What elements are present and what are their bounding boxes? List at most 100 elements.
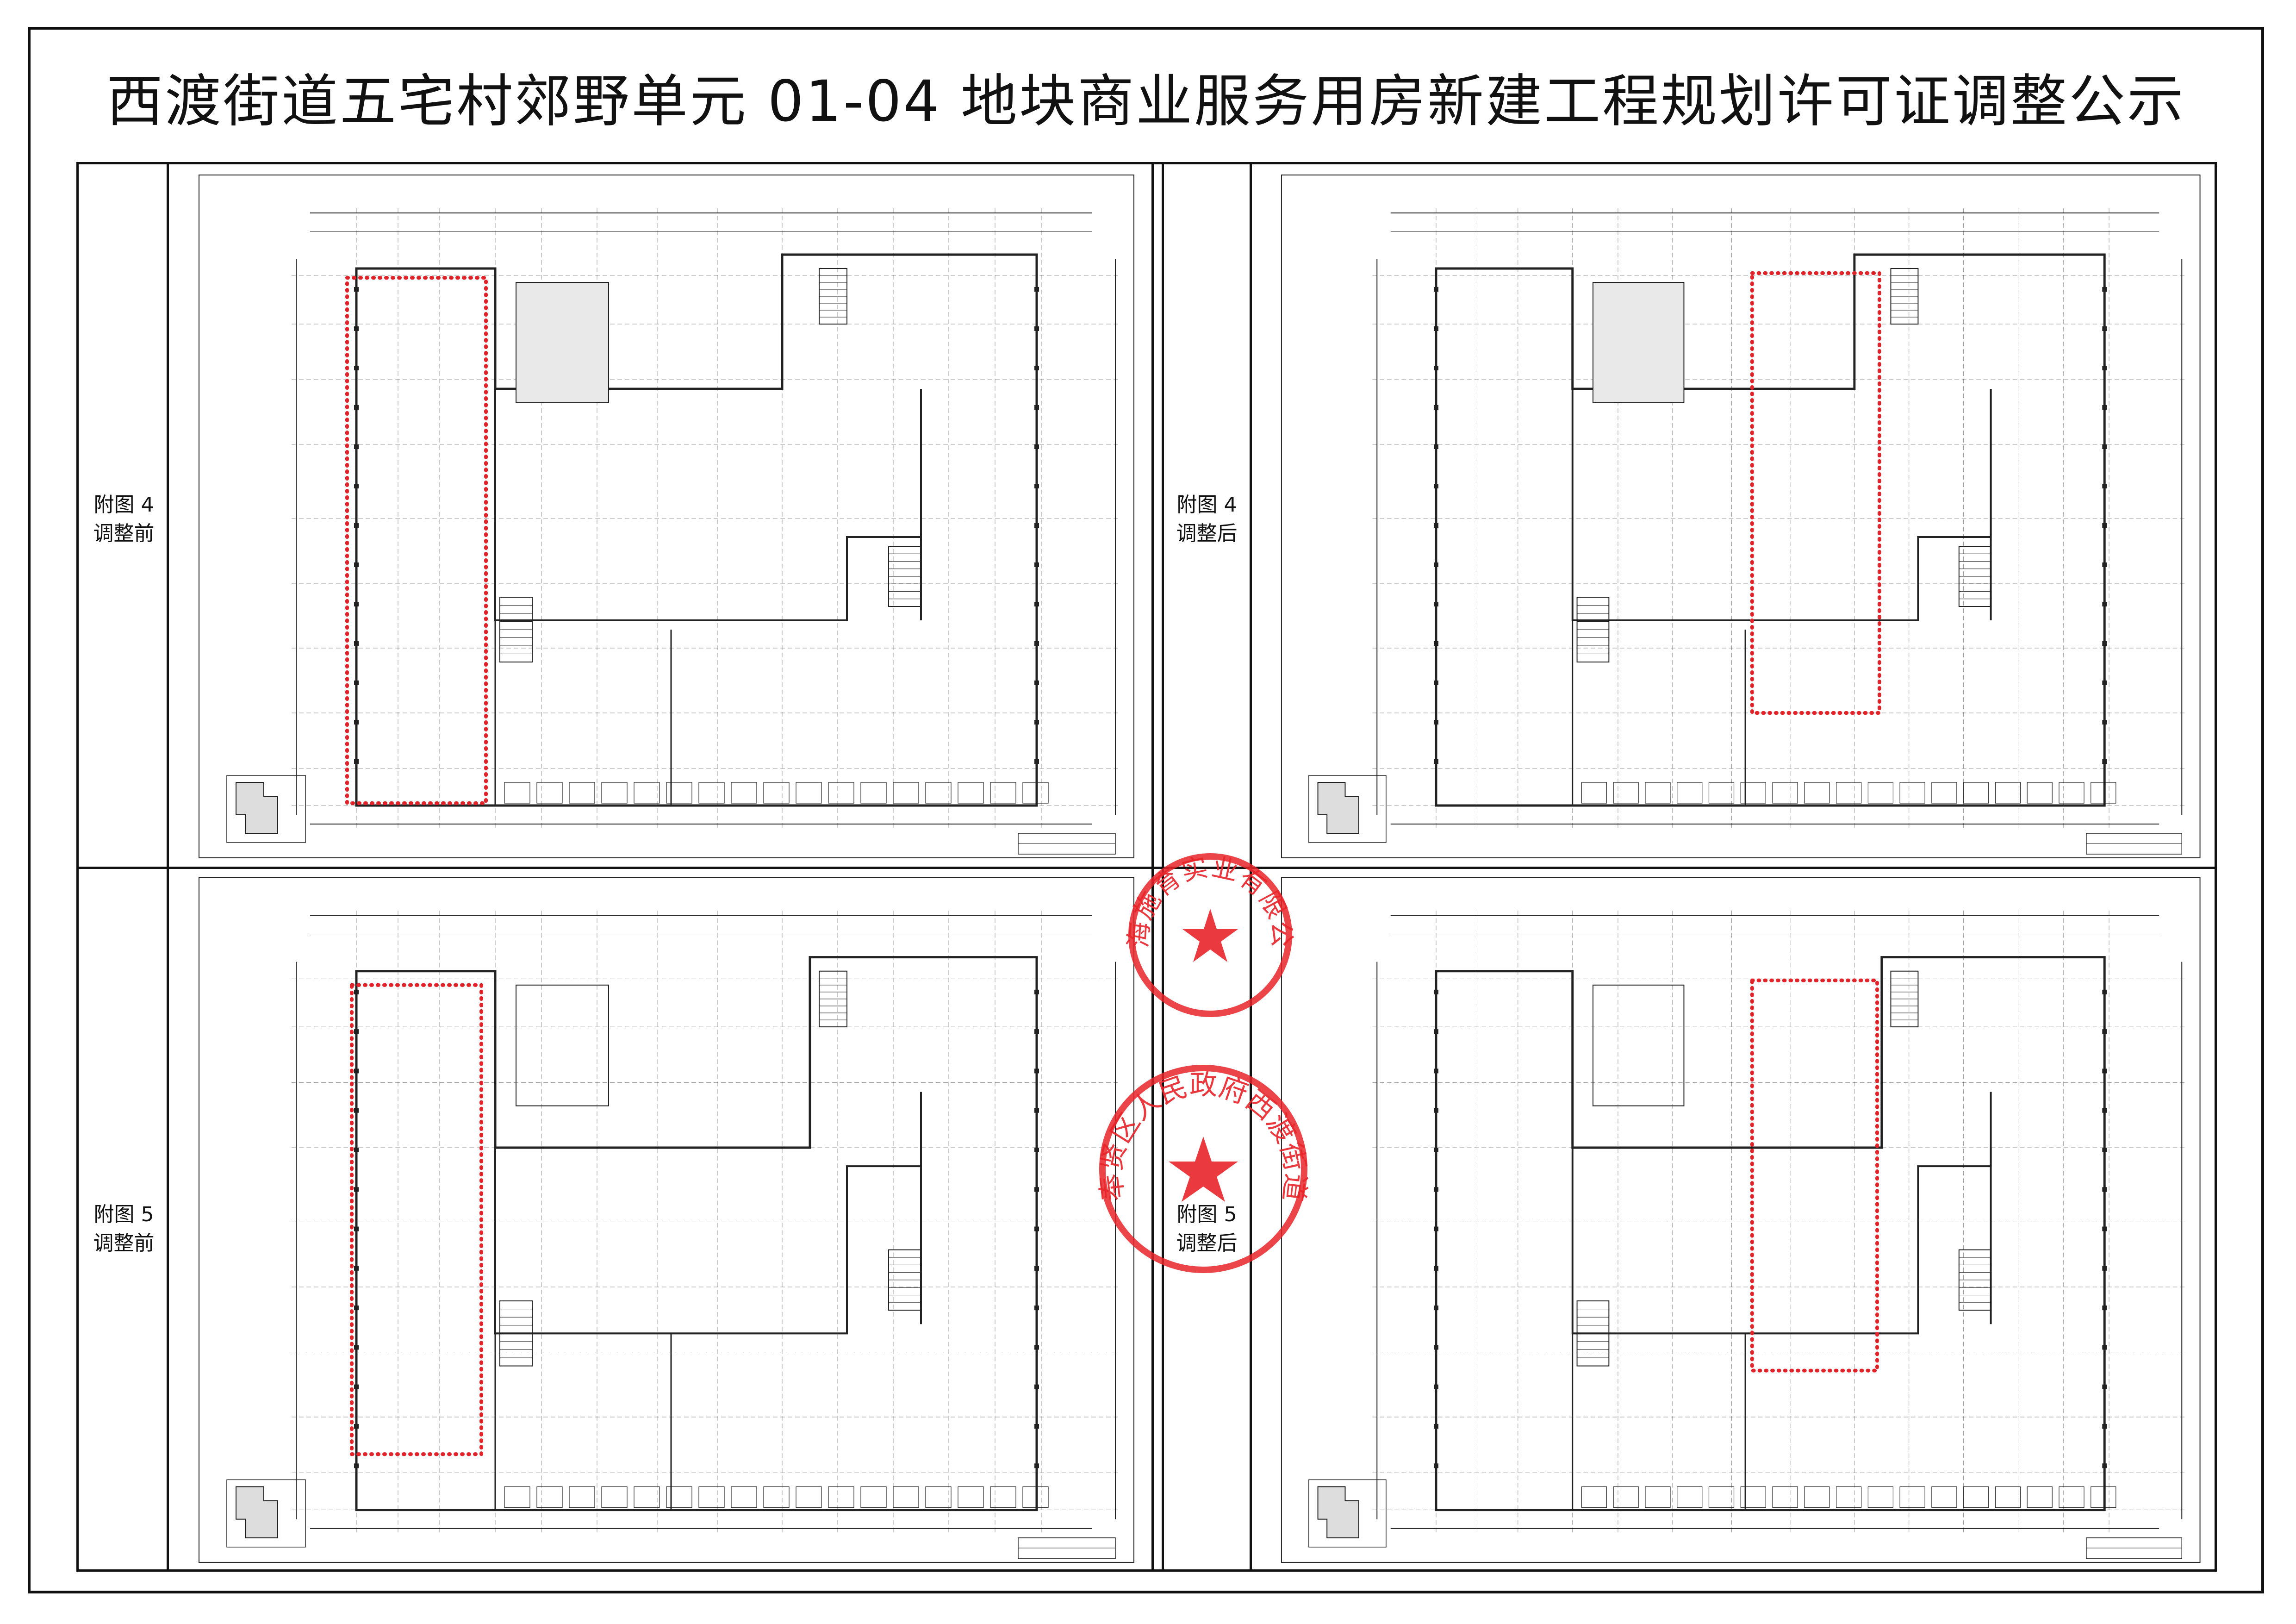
plan-linework — [199, 175, 1134, 858]
site-key-plan — [1317, 782, 1359, 834]
shopfront-bay — [893, 1486, 919, 1508]
column — [1434, 1384, 1438, 1389]
column — [1034, 1305, 1039, 1311]
shopfront-bay — [2091, 1486, 2116, 1508]
site-key-frame — [226, 775, 306, 843]
column — [1434, 989, 1438, 994]
shopfront-bay — [634, 782, 660, 804]
column — [1434, 366, 1438, 370]
shopfront-bay — [601, 782, 628, 804]
shopfront-bay — [1899, 1486, 1925, 1508]
column — [2102, 287, 2107, 292]
shopfront-bay — [1022, 1486, 1049, 1508]
column — [2102, 326, 2107, 331]
shopfront-bay — [1772, 782, 1798, 804]
annex-block — [1592, 984, 1685, 1106]
shopfront-bay — [731, 782, 757, 804]
floor-plan-svg — [199, 175, 1134, 858]
shopfront-bay — [1995, 782, 2021, 804]
column — [1434, 1226, 1438, 1231]
shopfront-bay — [504, 1486, 530, 1508]
column — [1034, 562, 1039, 567]
column — [1034, 1463, 1039, 1468]
column — [1034, 405, 1039, 410]
shopfront-bay — [763, 1486, 790, 1508]
shopfront-bay — [1995, 1486, 2021, 1508]
shopfront-bay — [1963, 1486, 1989, 1508]
column — [354, 484, 359, 488]
column — [2102, 720, 2107, 725]
shopfront-bay — [1581, 1486, 1607, 1508]
floor-plan-svg — [1281, 877, 2201, 1563]
site-key-plan — [1317, 1486, 1359, 1538]
shopfront-bay — [2059, 1486, 2084, 1508]
adjustment-highlight — [1750, 271, 1881, 715]
column — [1034, 602, 1039, 606]
column — [1034, 681, 1039, 685]
column — [1434, 720, 1438, 725]
shopfront-bay — [2027, 782, 2053, 804]
shopfront-bay — [698, 782, 725, 804]
government-seal-graphic: 上海市奉贤区人民政府西渡街道办事处 — [1081, 1035, 1312, 1273]
floor-plan-5-before — [171, 869, 1149, 1569]
column — [2102, 681, 2107, 685]
shopfront-bay — [601, 1486, 628, 1508]
government-seal: 上海市奉贤区人民政府西渡街道办事处 — [1081, 1035, 1312, 1278]
column — [2102, 759, 2107, 764]
courtyard-edge — [494, 389, 922, 621]
column — [1034, 1147, 1039, 1153]
shopfront-bay — [1581, 782, 1607, 804]
column — [1034, 759, 1039, 764]
shopfront-bay — [666, 1486, 692, 1508]
column — [354, 989, 359, 994]
column — [1434, 681, 1438, 685]
label-column-top-left — [79, 164, 169, 867]
column — [354, 1187, 359, 1192]
shopfront-bay — [1867, 1486, 1893, 1508]
column — [354, 1424, 359, 1429]
floor-plan-svg — [199, 877, 1134, 1563]
star-icon — [1169, 1137, 1238, 1202]
column — [354, 1029, 359, 1034]
column — [354, 326, 359, 331]
company-seal-graphic: 上海施育实业有限公司 — [1111, 826, 1296, 1017]
column — [1034, 1108, 1039, 1113]
column — [354, 1266, 359, 1271]
column — [1034, 287, 1039, 292]
shopfront-bay — [569, 1486, 595, 1508]
column — [1434, 444, 1438, 449]
shopfront-bay — [1613, 1486, 1639, 1508]
shopfront-bay — [1931, 782, 1957, 804]
column — [354, 405, 359, 410]
courtyard-edge — [1571, 389, 1992, 621]
column — [2102, 1147, 2107, 1153]
panel-label-5-after: 附图 5 调整后 — [1162, 1200, 1252, 1258]
shopfront-bay — [828, 782, 854, 804]
column — [2102, 602, 2107, 606]
column — [2102, 1029, 2107, 1034]
column — [2102, 1463, 2107, 1468]
shopfront-bay — [860, 1486, 887, 1508]
shopfront-bay — [1899, 782, 1925, 804]
column — [354, 720, 359, 725]
annex-block — [516, 282, 609, 403]
column — [2102, 641, 2107, 646]
column — [1034, 366, 1039, 370]
column — [2102, 1226, 2107, 1231]
site-key-frame — [226, 1479, 306, 1548]
shopfront-bay — [1022, 782, 1049, 804]
column — [1434, 1187, 1438, 1192]
column — [1434, 1305, 1438, 1311]
adjustment-highlight — [350, 983, 483, 1456]
column — [354, 602, 359, 606]
column — [2102, 523, 2107, 528]
column — [354, 1068, 359, 1074]
column — [1034, 484, 1039, 488]
column — [2102, 1305, 2107, 1311]
shopfront-bay — [731, 1486, 757, 1508]
shopfront-bay — [796, 782, 822, 804]
courtyard-edge — [1571, 1147, 1992, 1335]
column — [1434, 1147, 1438, 1153]
shopfront-bay — [1804, 1486, 1830, 1508]
floor-plan-svg — [1281, 175, 2201, 858]
